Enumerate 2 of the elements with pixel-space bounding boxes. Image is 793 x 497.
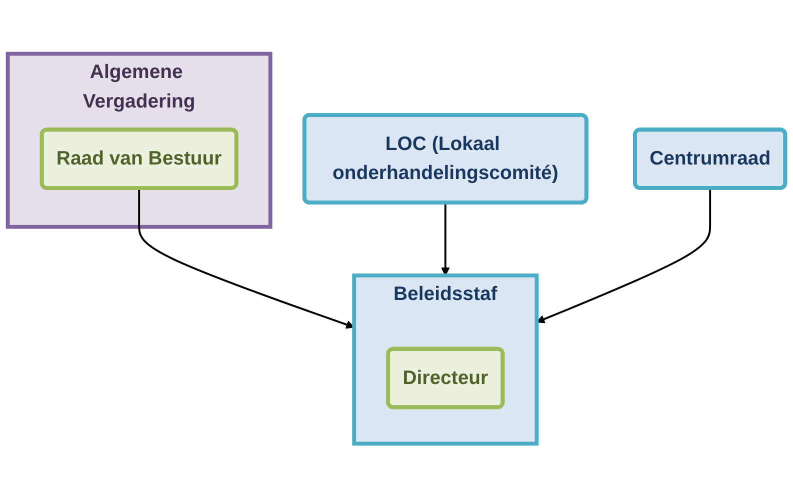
arrow xyxy=(441,202,450,276)
arrow xyxy=(138,188,354,328)
